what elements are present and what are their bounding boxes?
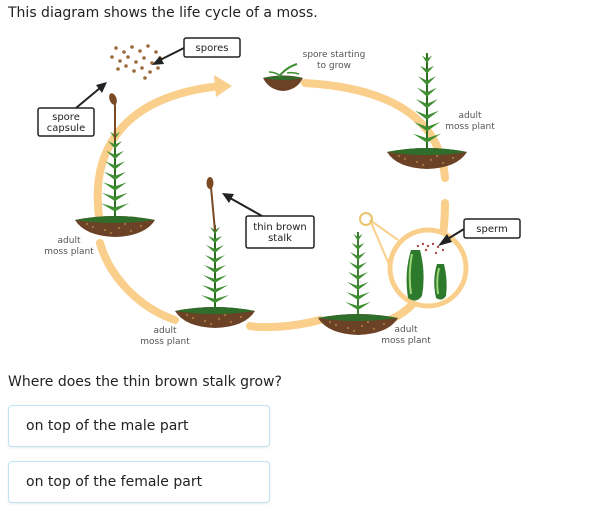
sperm-magnifier: [359, 212, 469, 309]
label-adult-left-2: moss plant: [44, 247, 94, 257]
label-spore-capsule-1: spore: [52, 112, 80, 123]
label-adult-bottom-middle-1: adult: [154, 326, 177, 336]
moss-plant-left: [75, 93, 155, 237]
answer-choice-male-part[interactable]: on top of the male part: [8, 405, 270, 447]
callout-sperm: sperm: [438, 218, 521, 246]
moss-plant-bottom-right: [318, 231, 398, 335]
moss-life-cycle-diagram: spores spore capsule thin brown stalk: [0, 28, 597, 363]
label-thin-brown-stalk-2: stalk: [268, 233, 292, 244]
label-spores: spores: [196, 43, 229, 54]
question-text: Where does the thin brown stalk grow?: [8, 374, 282, 390]
callout-spores: spores: [152, 37, 241, 65]
moss-plant-bottom-middle: [175, 177, 255, 328]
spore-sprout: [263, 63, 303, 91]
label-spore-starting-2: to grow: [317, 61, 351, 71]
label-sperm: sperm: [476, 224, 507, 235]
cycle-arrow: [93, 75, 449, 332]
label-thin-brown-stalk-1: thin brown: [253, 222, 306, 233]
label-adult-top-right-2: moss plant: [445, 122, 495, 132]
spores-cluster: [110, 44, 162, 80]
callout-thin-brown-stalk: thin brown stalk: [222, 193, 315, 249]
intro-text: This diagram shows the life cycle of a m…: [8, 5, 318, 21]
label-adult-top-right-1: adult: [459, 111, 482, 121]
label-spore-capsule-2: capsule: [47, 123, 85, 134]
moss-plant-top-right: [387, 51, 467, 169]
label-spore-starting-1: spore starting: [303, 50, 366, 60]
answer-choice-female-part[interactable]: on top of the female part: [8, 461, 270, 503]
label-adult-bottom-middle-2: moss plant: [140, 337, 190, 347]
label-adult-bottom-right-1: adult: [395, 325, 418, 335]
label-adult-bottom-right-2: moss plant: [381, 336, 431, 346]
label-adult-left-1: adult: [58, 236, 81, 246]
callout-spore-capsule: spore capsule: [37, 82, 107, 137]
